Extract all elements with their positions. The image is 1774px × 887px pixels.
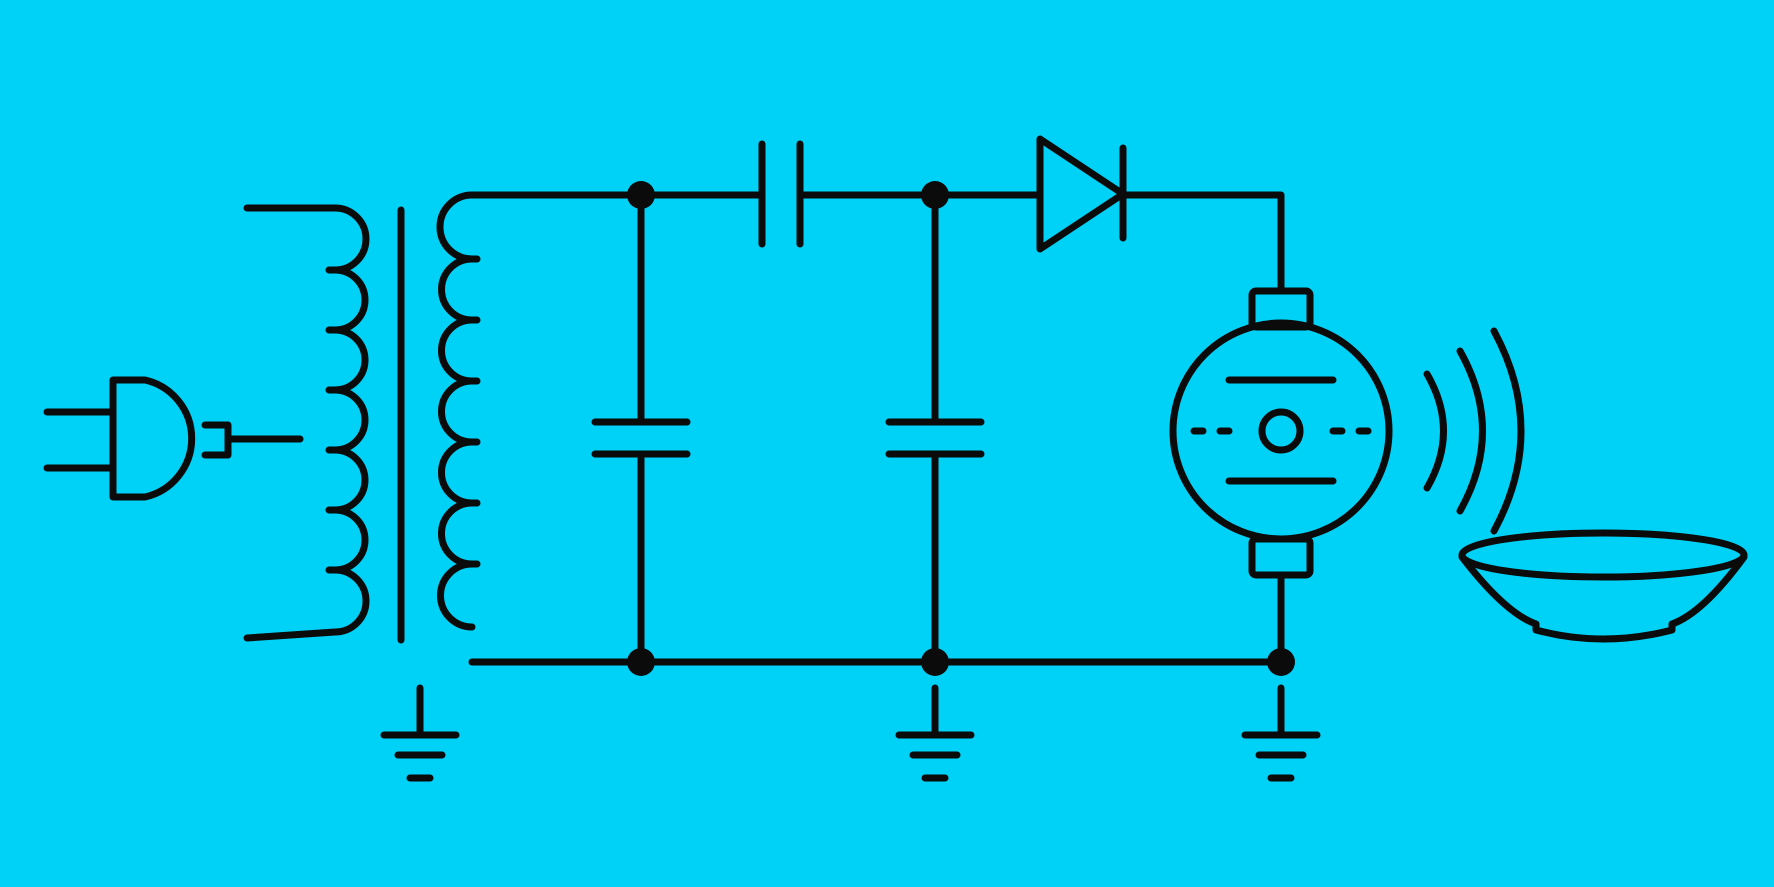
capacitor-icon	[758, 140, 804, 248]
junction-dot	[921, 648, 949, 676]
ground-icon	[895, 684, 975, 782]
secondary-coil	[436, 191, 476, 631]
junctions	[627, 181, 1295, 676]
junction-dot	[627, 648, 655, 676]
capacitor-icon	[885, 418, 985, 458]
wires	[468, 191, 1285, 666]
junction-dot	[921, 181, 949, 209]
capacitor-icon	[591, 418, 691, 458]
ground-icon	[380, 684, 460, 782]
junction-dot	[1267, 648, 1295, 676]
junction-dot	[627, 181, 655, 209]
bowl-icon	[1458, 529, 1748, 643]
ground-icon	[1241, 684, 1321, 782]
diode-icon	[1036, 135, 1127, 253]
sound-waves-icon	[1423, 327, 1525, 535]
power-plug-icon	[43, 376, 304, 501]
top-wire-right	[1119, 191, 1285, 295]
primary-coil	[243, 204, 370, 642]
dc-motor-icon	[1169, 287, 1393, 579]
transformer-icon	[243, 191, 481, 644]
